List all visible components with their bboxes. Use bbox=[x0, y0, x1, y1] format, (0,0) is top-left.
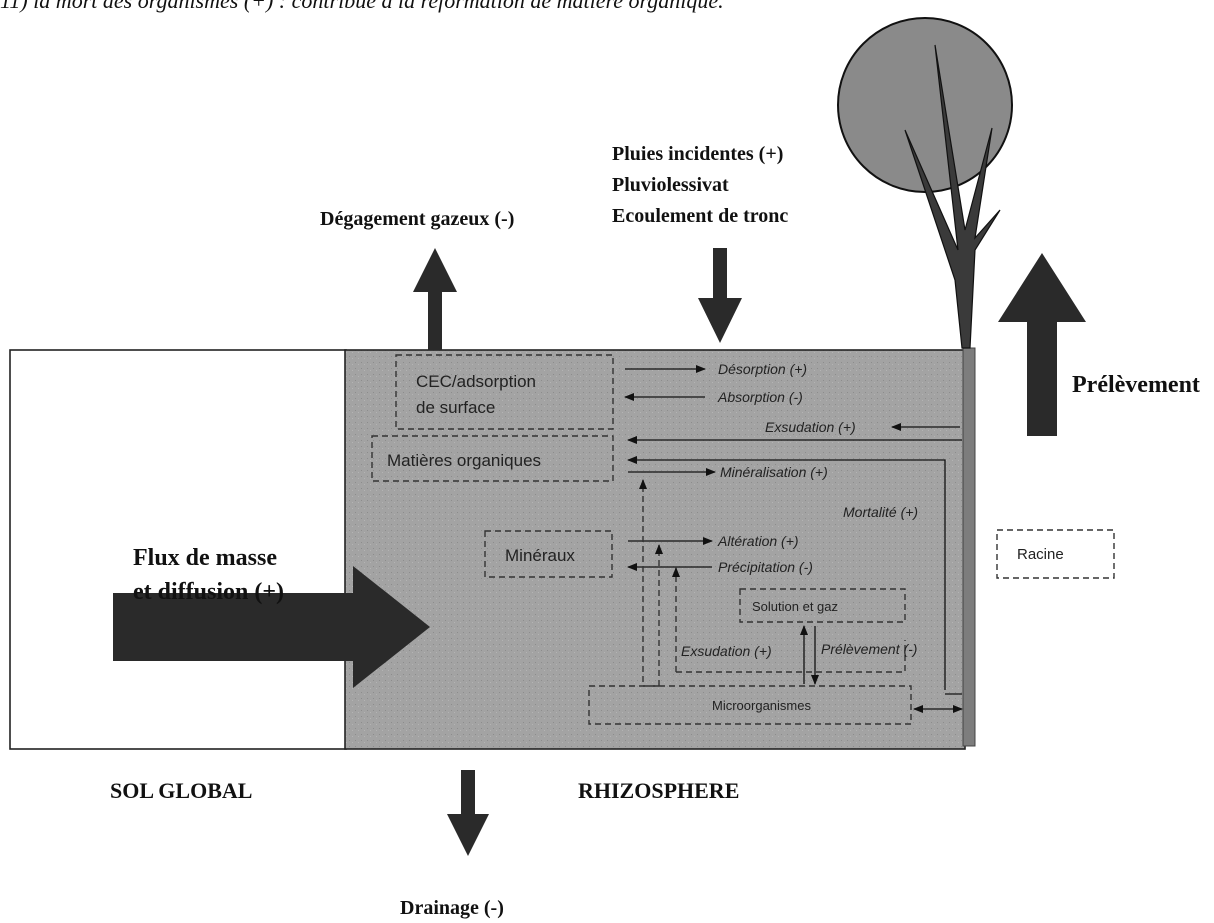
uptake-arrow bbox=[998, 253, 1086, 436]
exudation-root-label: Exsudation (+) bbox=[765, 419, 856, 435]
root-label: Racine bbox=[1017, 546, 1064, 563]
minerals-box bbox=[484, 530, 613, 578]
micro-to-organic-dashed bbox=[639, 479, 659, 687]
uptake-label: Prélèvement bbox=[1072, 372, 1200, 398]
uptake-micro-label: Prélèvement (-) bbox=[821, 641, 917, 657]
micro-loop-dashed bbox=[676, 640, 906, 673]
tree-trunk bbox=[904, 44, 1001, 349]
rain-arrow bbox=[698, 248, 742, 343]
cec-label-1: CEC/adsorption bbox=[416, 372, 536, 391]
alteration-label: Altération (+) bbox=[717, 533, 799, 549]
microorganisms-label: Microorganismes bbox=[712, 698, 811, 713]
solution-box bbox=[739, 588, 906, 623]
global-soil-box bbox=[9, 349, 347, 750]
precipitation-label: Précipitation (-) bbox=[718, 559, 813, 575]
drainage-label: Drainage (-) bbox=[400, 897, 504, 919]
zone-global-soil: SOL GLOBAL bbox=[110, 778, 252, 803]
organic-matter-label: Matières organiques bbox=[387, 451, 541, 470]
solution-label: Solution et gaz bbox=[752, 599, 838, 614]
mass-flow-arrow bbox=[113, 566, 430, 688]
mass-flow-label-1: Flux de masse bbox=[133, 545, 277, 571]
root-box bbox=[996, 529, 1115, 579]
desorption-label: Désorption (+) bbox=[718, 361, 807, 377]
cec-box bbox=[395, 354, 614, 430]
root-strip bbox=[962, 347, 976, 747]
exudation-micro-label: Exsudation (+) bbox=[681, 643, 772, 659]
minerals-label: Minéraux bbox=[505, 546, 575, 565]
tree-canopy bbox=[837, 17, 1013, 193]
cec-label-2: de surface bbox=[416, 398, 495, 417]
mineralisation-label: Minéralisation (+) bbox=[720, 464, 828, 480]
zone-rhizosphere: RHIZOSPHERE bbox=[578, 778, 739, 803]
drainage-arrow bbox=[447, 770, 489, 856]
gas-release-arrow bbox=[413, 248, 457, 350]
gas-release-label: Dégagement gazeux (-) bbox=[320, 208, 514, 230]
absorption-label: Absorption (-) bbox=[717, 389, 803, 405]
top-caption: 11) la mort des organismes (+) : contrib… bbox=[0, 0, 724, 13]
rain-label-1: Pluies incidentes (+) bbox=[612, 143, 783, 165]
microorganisms-box bbox=[588, 685, 912, 725]
rain-label-2: Pluviolessivat bbox=[612, 174, 729, 196]
rain-label-3: Ecoulement de tronc bbox=[612, 205, 788, 227]
mortality-arrow bbox=[627, 456, 946, 690]
mass-flow-label-2: et diffusion (+) bbox=[133, 579, 284, 605]
organic-matter-box bbox=[371, 435, 614, 482]
mortality-label: Mortalité (+) bbox=[843, 504, 918, 520]
